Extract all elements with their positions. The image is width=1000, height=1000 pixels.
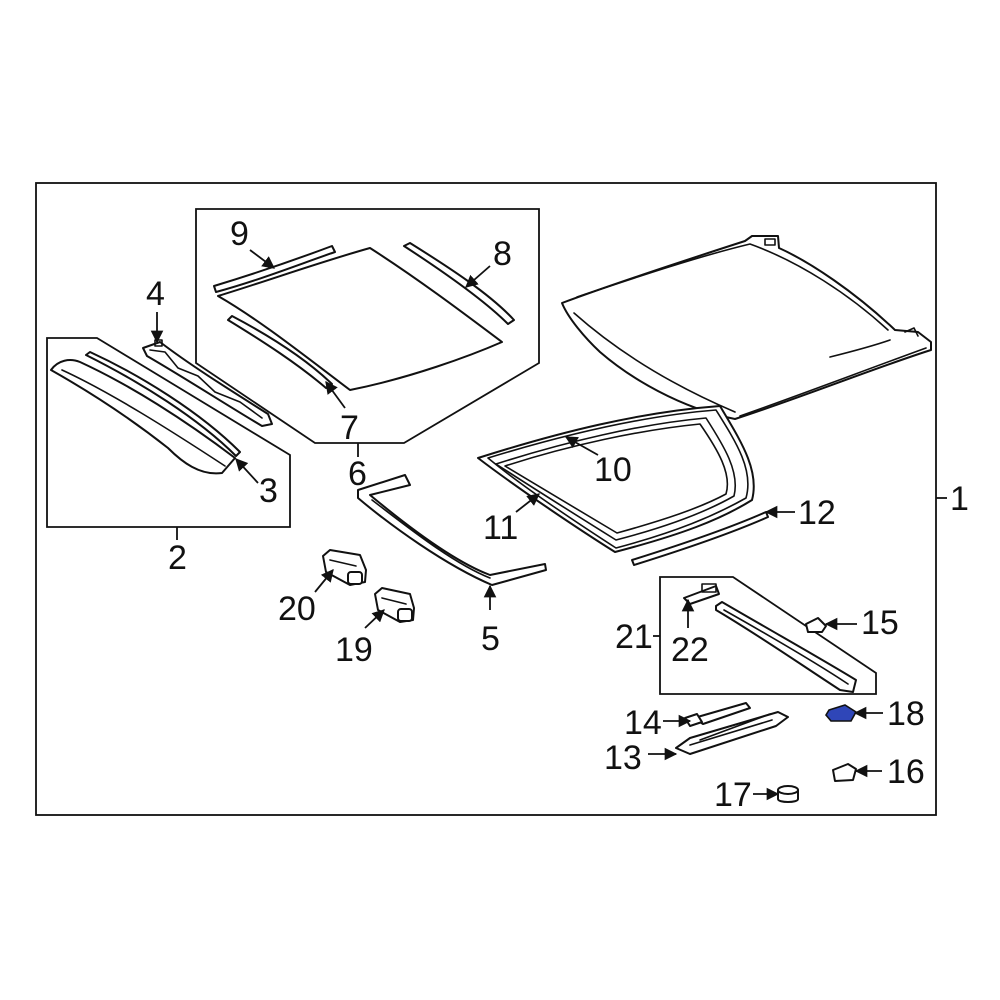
part-bracket-16 (832, 763, 857, 782)
callout-14: 14 (624, 704, 662, 742)
leader-arrow-8 (465, 265, 491, 288)
part-roof-panel (561, 235, 932, 420)
callout-7: 7 (340, 409, 359, 447)
callout-21: 21 (615, 618, 653, 656)
callout-3: 3 (259, 472, 278, 510)
callout-16: 16 (887, 753, 925, 791)
leader-arrow-9 (249, 249, 276, 269)
part-rail-21 (715, 601, 857, 693)
part-motor-19 (374, 587, 415, 623)
leader-arrow-11 (515, 493, 540, 513)
callout-22: 22 (671, 631, 709, 669)
callout-2: 2 (168, 539, 187, 577)
part-glass-10 (504, 423, 729, 534)
callout-6: 6 (348, 455, 367, 493)
part-molding-strip (85, 351, 241, 457)
callout-4: 4 (146, 275, 165, 313)
callout-18: 18 (887, 695, 925, 733)
part-bracket-22 (683, 583, 720, 605)
part-bumper-17 (777, 785, 799, 803)
callout-5: 5 (481, 620, 500, 658)
leader-arrow-3 (235, 458, 259, 484)
leader-arrow-20 (314, 569, 334, 593)
callout-13: 13 (604, 739, 642, 777)
callout-17: 17 (714, 776, 752, 814)
callout-11: 11 (483, 509, 518, 547)
callout-8: 8 (493, 235, 512, 273)
callout-20: 20 (278, 590, 316, 628)
callout-12: 12 (798, 494, 836, 532)
part-seal-frame-11 (477, 405, 755, 553)
callout-19: 19 (335, 631, 373, 669)
leader-arrow-10 (564, 436, 599, 456)
group-box-21 (659, 576, 877, 695)
part-guide-13 (675, 711, 789, 755)
leader-arrow-19 (364, 609, 385, 629)
callout-10: 10 (594, 451, 632, 489)
part-glass-panel (50, 359, 236, 475)
part-glass-6 (217, 247, 503, 391)
part-seal-8 (403, 242, 515, 325)
callout-1: 1 (950, 480, 969, 518)
leader-arrow-7 (325, 380, 346, 409)
part-frame-rail-5 (357, 474, 547, 586)
part-clip-15 (805, 617, 827, 633)
group-box-2 (46, 337, 291, 528)
callout-15: 15 (861, 604, 899, 642)
callout-9: 9 (230, 215, 249, 253)
outer-frame (35, 182, 937, 816)
part-seal-9 (213, 245, 336, 293)
part-motor-20 (322, 549, 367, 586)
part-bracket-18 (825, 704, 858, 722)
group-box-6 (195, 208, 540, 444)
